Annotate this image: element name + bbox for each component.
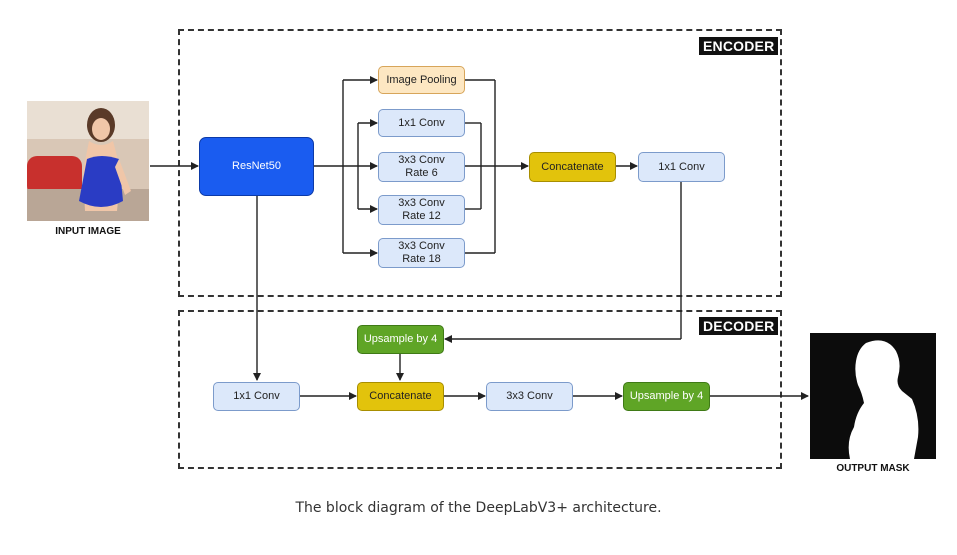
aspp-rate12-line2: Rate 12 (402, 210, 441, 222)
encoder-concatenate-label: Concatenate (541, 160, 604, 173)
input-image-label: INPUT IMAGE (55, 226, 121, 237)
aspp-conv1x1-label: 1x1 Conv (398, 116, 445, 129)
aspp-rate18-line2: Rate 18 (402, 253, 441, 265)
decoder-conv1x1-block: 1x1 Conv (213, 382, 300, 411)
decoder-label: DECODER (699, 317, 779, 335)
decoder-conv3x3-label: 3x3 Conv (506, 390, 553, 402)
aspp-rate12-line1: 3x3 Conv (398, 197, 445, 209)
decoder-conv1x1-label: 1x1 Conv (233, 390, 280, 402)
decoder-conv3x3-block: 3x3 Conv (486, 382, 573, 411)
encoder-concatenate-block: Concatenate (529, 152, 616, 182)
aspp-rate6-line2: Rate 6 (405, 167, 438, 179)
decoder-region (178, 310, 782, 469)
aspp-rate18-block: 3x3 Conv Rate 18 (378, 238, 465, 268)
aspp-rate18-line1: 3x3 Conv (398, 240, 445, 252)
decoder-concatenate-label: Concatenate (369, 390, 432, 402)
output-mask (810, 333, 936, 459)
input-image (27, 101, 149, 221)
encoder-out-conv1x1-label: 1x1 Conv (658, 160, 705, 173)
encoder-region (178, 29, 782, 297)
resnet50-label: ResNet50 (232, 160, 281, 172)
figure-caption: The block diagram of the DeepLabV3+ arch… (295, 500, 662, 516)
encoder-out-conv1x1-block: 1x1 Conv (638, 152, 725, 182)
encoder-label: ENCODER (699, 37, 779, 55)
decoder-concatenate-block: Concatenate (357, 382, 444, 411)
output-mask-label: OUTPUT MASK (836, 463, 910, 474)
aspp-rate12-block: 3x3 Conv Rate 12 (378, 195, 465, 225)
decoder-upsample-top-block: Upsample by 4 (357, 325, 444, 354)
image-pooling-block: Image Pooling (378, 66, 465, 94)
decoder-upsample-top-label: Upsample by 4 (363, 333, 438, 345)
aspp-conv1x1-block: 1x1 Conv (378, 109, 465, 137)
decoder-upsample-out-block: Upsample by 4 (623, 382, 710, 411)
image-pooling-label: Image Pooling (386, 73, 457, 86)
decoder-upsample-out-label: Upsample by 4 (629, 390, 704, 402)
aspp-rate6-line1: 3x3 Conv (398, 154, 445, 166)
aspp-rate6-block: 3x3 Conv Rate 6 (378, 152, 465, 182)
resnet50-block: ResNet50 (199, 137, 314, 196)
